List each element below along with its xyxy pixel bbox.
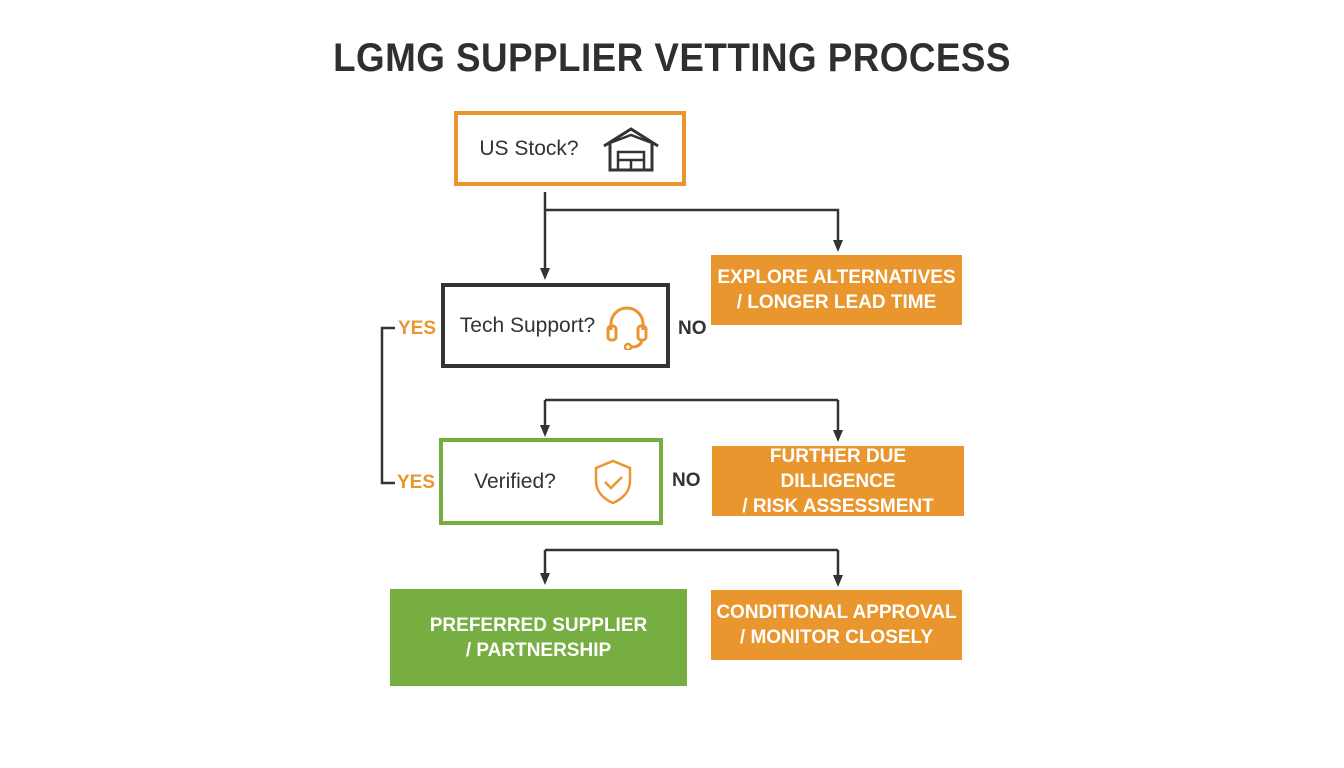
further-due-diligence-line2: / RISK ASSESSMENT xyxy=(742,495,934,517)
arrowhead xyxy=(540,425,550,437)
headset-icon xyxy=(603,302,651,350)
arrowhead xyxy=(540,268,550,280)
conditional-approval-line1: CONDITIONAL APPROVAL xyxy=(716,602,957,623)
arrowhead xyxy=(833,240,843,252)
node-us-stock: US Stock? xyxy=(454,111,686,186)
verified-label: Verified? xyxy=(474,469,556,493)
tech-support-yes-label: YES xyxy=(398,318,437,339)
preferred-supplier-line2: / PARTNERSHIP xyxy=(465,639,612,661)
node-tech-support: Tech Support? xyxy=(441,283,670,368)
preferred-supplier-line1: PREFERRED SUPPLIER xyxy=(429,614,648,636)
verified-yes-label: YES xyxy=(397,472,436,493)
verified-no-label: NO xyxy=(672,470,701,491)
arrowhead xyxy=(540,573,550,585)
explore-alternatives-line1: EXPLORE ALTERNATIVES xyxy=(717,267,956,288)
arrow-to-explore-alternatives xyxy=(545,208,840,242)
node-conditional-approval: CONDITIONAL APPROVAL / MONITOR CLOSELY xyxy=(711,590,962,660)
warehouse-icon xyxy=(601,124,661,174)
tech-support-no-label: NO xyxy=(678,318,707,339)
connector-verified-split xyxy=(543,548,840,577)
tech-support-label: Tech Support? xyxy=(459,313,596,337)
arrowhead xyxy=(833,430,843,442)
node-verified: Verified? xyxy=(439,438,663,525)
node-explore-alternatives: EXPLORE ALTERNATIVES / LONGER LEAD TIME xyxy=(711,255,962,325)
further-due-diligence-line1: FURTHER DUE DILLIGENCE xyxy=(769,445,907,492)
diagram-title: LGMG SUPPLIER VETTING PROCESS xyxy=(333,36,1011,80)
yes-bracket-line xyxy=(380,326,395,485)
node-further-due-diligence: FURTHER DUE DILLIGENCE / RISK ASSESSMENT xyxy=(712,445,964,517)
arrowhead xyxy=(833,575,843,587)
us-stock-label: US Stock? xyxy=(479,136,579,160)
connector-tech-split xyxy=(543,398,840,432)
shield-check-icon xyxy=(592,457,634,507)
explore-alternatives-line2: / LONGER LEAD TIME xyxy=(736,292,937,313)
node-preferred-supplier: PREFERRED SUPPLIER / PARTNERSHIP xyxy=(390,589,687,686)
conditional-approval-line2: / MONITOR CLOSELY xyxy=(739,627,934,648)
